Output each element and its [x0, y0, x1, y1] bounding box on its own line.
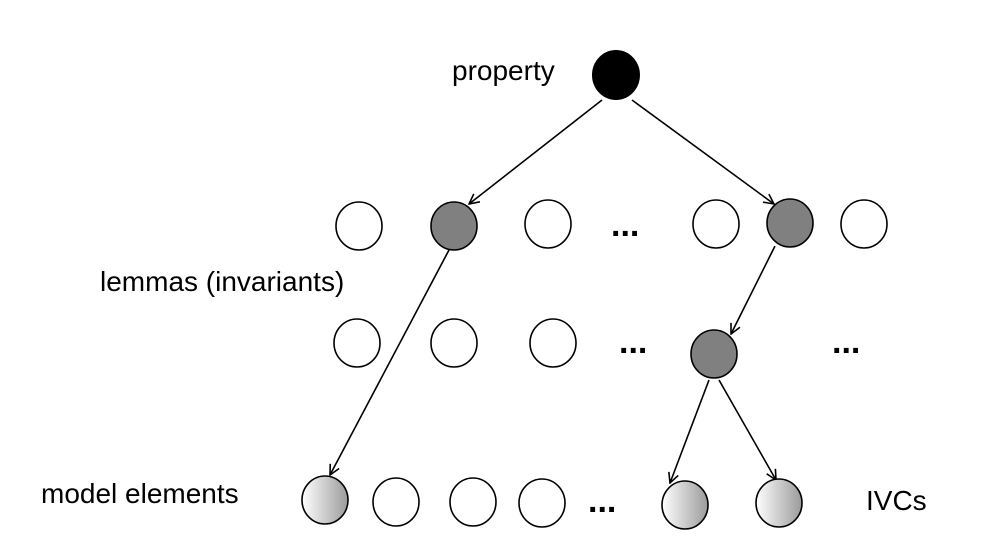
property-node	[592, 50, 640, 100]
edge-lemma-right-to-mid-lemma	[731, 245, 776, 334]
lemma-node	[430, 318, 478, 368]
lemma-node-used	[430, 201, 478, 251]
property-label: property	[452, 55, 555, 86]
model-elements-label: model elements	[41, 478, 239, 509]
edge-mid-lemma-to-ivc-left	[670, 379, 710, 483]
lemma-node	[333, 318, 381, 368]
edge-property-to-lemma-left	[469, 99, 603, 204]
lemma-row-2	[333, 318, 738, 379]
edge-property-to-lemma-right	[631, 99, 774, 204]
lemma-node	[524, 199, 572, 249]
edge-mid-lemma-to-ivc-right	[718, 379, 776, 480]
model-element-node	[518, 478, 566, 528]
lemma-node-used	[690, 329, 738, 379]
lemma-node	[335, 201, 383, 251]
lemma-node	[692, 199, 740, 249]
lemma-row-1	[335, 198, 888, 251]
lemma-node-used	[766, 198, 814, 248]
lemma-node	[529, 318, 577, 368]
edges	[330, 99, 776, 483]
ellipsis-row-2-right: ...	[832, 323, 860, 361]
model-element-ivc	[661, 480, 709, 530]
model-element-node	[372, 477, 420, 527]
ivcs-label: IVCs	[866, 485, 927, 516]
edge-lemma-left-to-model-element	[330, 249, 450, 475]
model-element-row	[301, 475, 803, 530]
ellipsis-row-2-left: ...	[619, 323, 647, 361]
ellipsis-row-3: ...	[588, 482, 616, 520]
model-element-node	[449, 477, 497, 527]
lemmas-label: lemmas (invariants)	[100, 266, 344, 297]
model-element-ivc	[301, 475, 349, 525]
ellipsis-row-1: ...	[611, 206, 639, 244]
lemma-node	[840, 199, 888, 249]
model-element-ivc	[755, 478, 803, 528]
